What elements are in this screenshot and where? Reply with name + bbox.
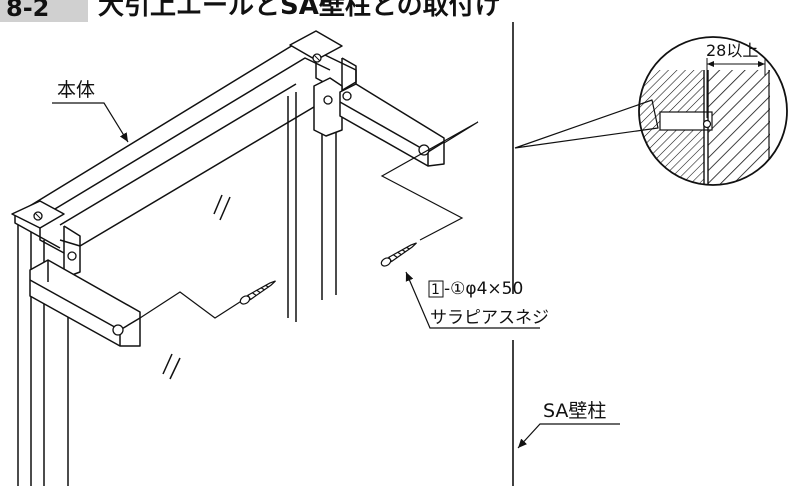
svg-text:-①φ4×50: -①φ4×50 xyxy=(444,279,523,299)
svg-text:1: 1 xyxy=(431,282,440,298)
step-title-text: 大引上エールとSA壁柱との取付け xyxy=(98,0,501,21)
svg-text:サラピアスネジ: サラピアスネジ xyxy=(430,308,549,328)
detail-dimension-label: 28以上 xyxy=(706,41,758,60)
part-number-box xyxy=(428,280,444,298)
wood-screw-icon xyxy=(239,242,417,305)
main-body-frame xyxy=(11,30,445,486)
svg-text:SA壁柱: SA壁柱 xyxy=(543,400,606,422)
label-body: 本体 xyxy=(52,79,129,143)
step-title: 8-2 大引上エールとSA壁柱との取付け xyxy=(0,0,501,22)
detail-callout: 28以上 xyxy=(514,36,788,186)
label-sa-pillar: SA壁柱 xyxy=(517,400,620,449)
screw-path-lines xyxy=(139,121,479,319)
label-screw-spec: 1 -①φ4×50 サラピアスネジ xyxy=(405,271,549,329)
step-number-box xyxy=(0,0,88,22)
svg-text:本体: 本体 xyxy=(57,79,95,101)
step-number: 8-2 xyxy=(6,0,49,22)
